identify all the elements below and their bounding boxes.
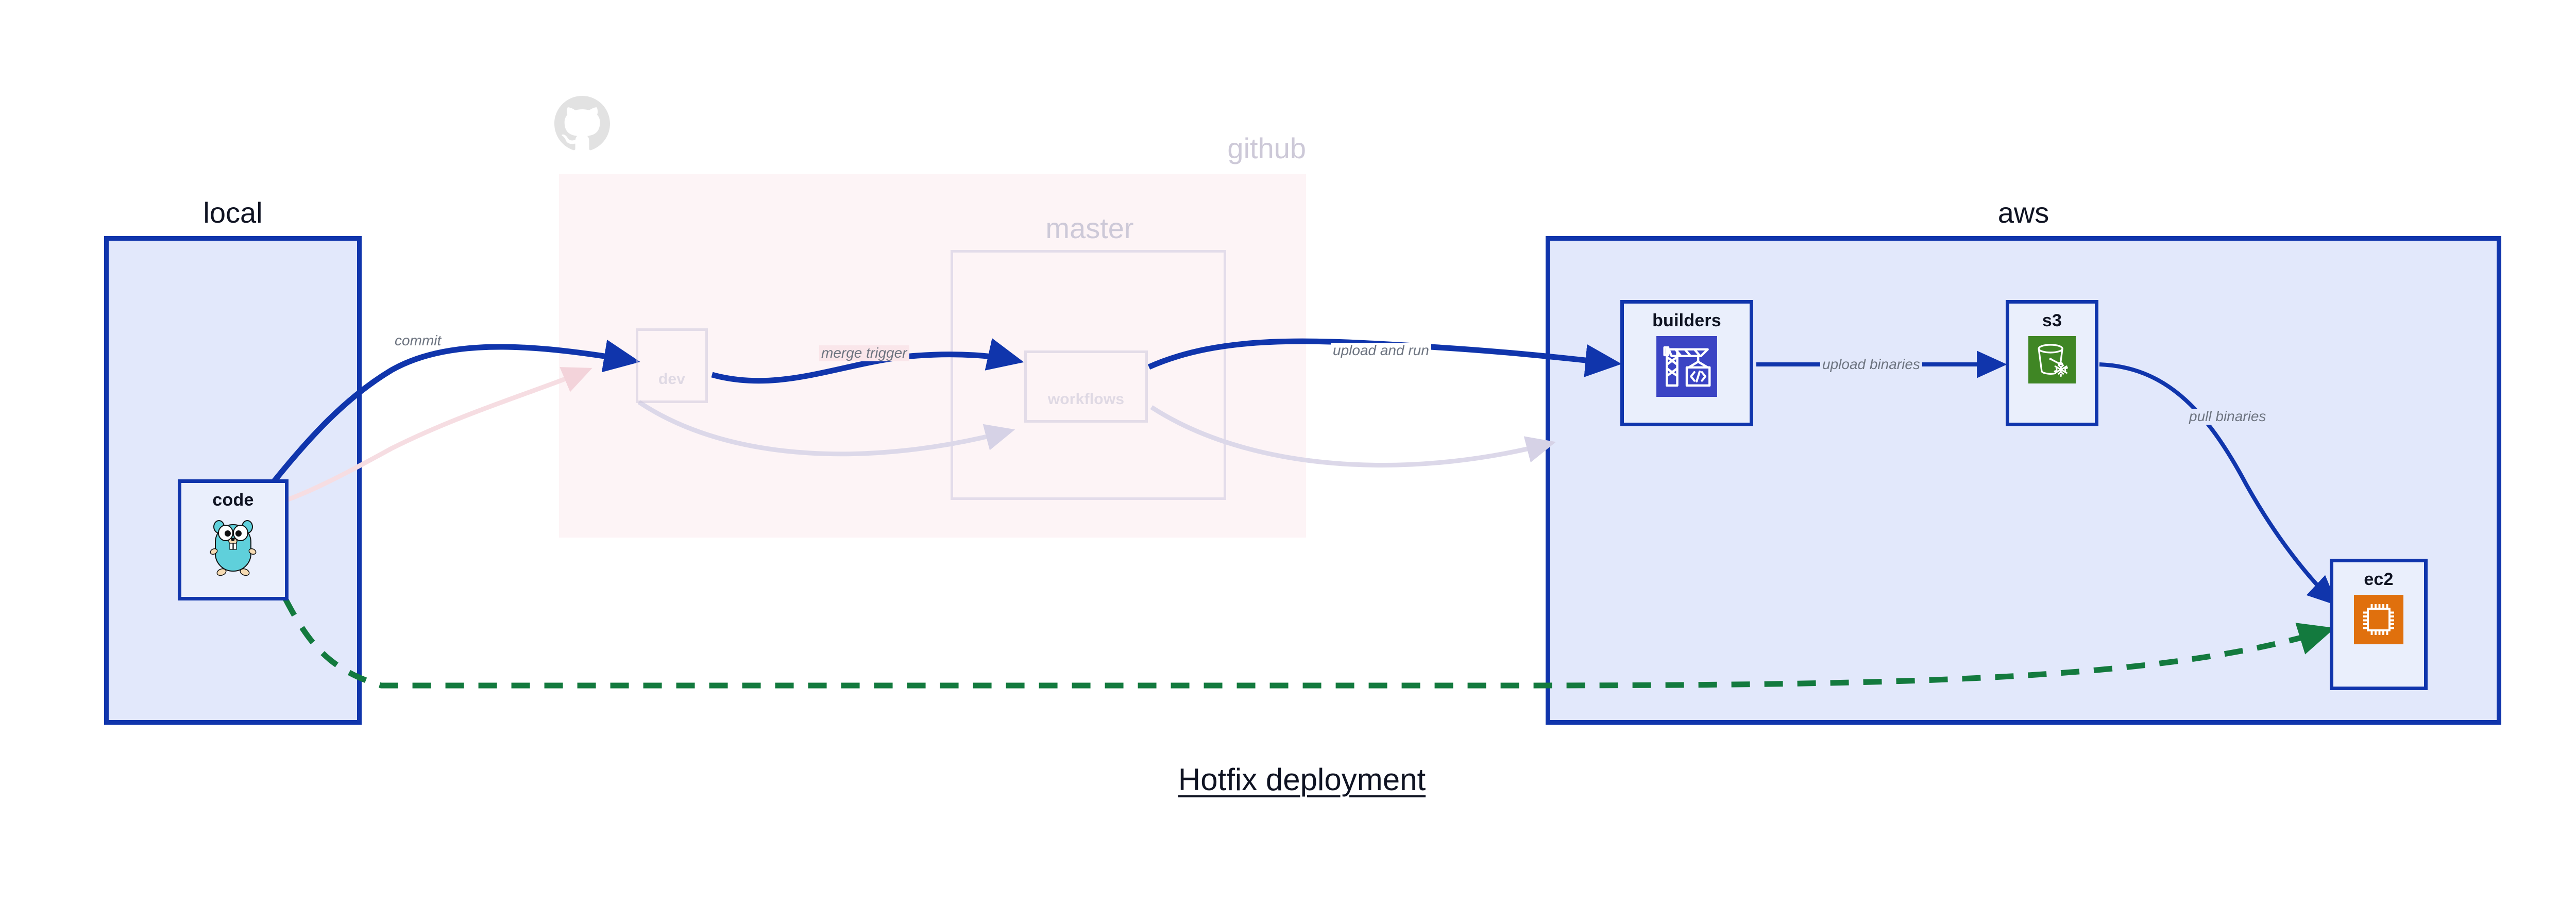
cluster-local-label: local — [203, 196, 263, 229]
node-s3[interactable]: s3 — [2006, 300, 2098, 426]
edge-label-upload-and-run: upload and run — [1331, 342, 1431, 359]
node-ec2-label: ec2 — [2364, 570, 2394, 589]
node-code[interactable]: code — [178, 479, 289, 600]
cluster-master-label: master — [1045, 212, 1134, 244]
node-workflows[interactable]: workflows — [1024, 350, 1148, 423]
edge-label-merge-trigger: merge trigger — [819, 345, 909, 361]
edge-label-upload-binaries: upload binaries — [1820, 356, 1922, 373]
node-s3-label: s3 — [2042, 311, 2062, 330]
page-title: Hotfix deployment — [1178, 762, 1426, 797]
go-gopher-icon — [206, 515, 260, 580]
node-builders-label: builders — [1652, 311, 1721, 330]
github-octocat-icon — [554, 96, 610, 154]
node-code-label: code — [212, 490, 254, 510]
cluster-aws-label: aws — [1997, 196, 2049, 229]
aws-codebuild-icon — [1656, 336, 1717, 399]
node-ec2[interactable]: ec2 — [2330, 559, 2428, 690]
node-workflows-label: workflows — [1047, 391, 1125, 408]
node-builders[interactable]: builders — [1620, 300, 1753, 426]
node-dev[interactable]: dev — [636, 328, 708, 403]
aws-s3-glacier-icon — [2028, 336, 2076, 386]
node-dev-label: dev — [658, 370, 686, 388]
cluster-github-label: github — [1227, 132, 1306, 164]
aws-ec2-icon — [2354, 595, 2403, 647]
edge-label-commit: commit — [393, 332, 444, 349]
edge-label-pull-binaries: pull binaries — [2187, 408, 2268, 425]
